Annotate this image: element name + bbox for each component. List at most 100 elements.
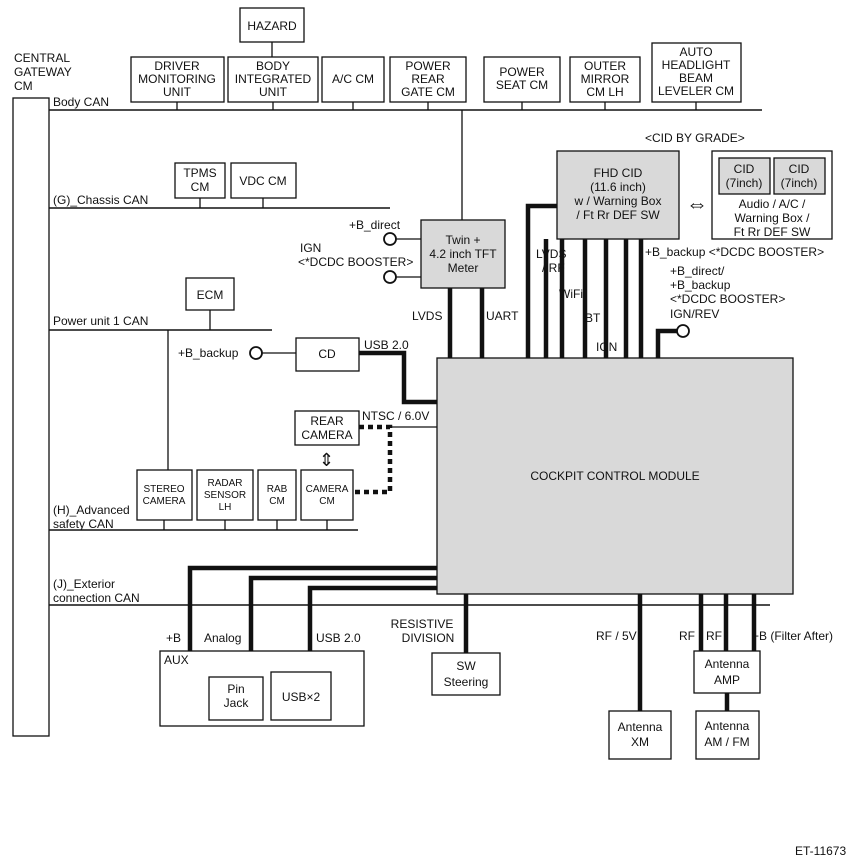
gateway-label-3: CM: [14, 79, 33, 93]
svg-text:SW: SW: [456, 659, 476, 673]
svg-text:GATE CM: GATE CM: [401, 85, 455, 99]
svg-text:VDC CM: VDC CM: [239, 174, 286, 188]
power-rear-gate-cm-box: [389, 56, 467, 103]
svg-text:LH: LH: [219, 502, 232, 513]
adas-can-label-1: (H)_Advanced: [53, 503, 130, 517]
sw-steering-box: [431, 652, 501, 696]
svg-text:MONITORING: MONITORING: [138, 72, 216, 86]
ac-cm-box: [321, 56, 385, 103]
svg-text:RF / 5V: RF / 5V: [596, 629, 637, 643]
stereo-camera-box: [136, 469, 193, 521]
svg-text:(7inch): (7inch): [726, 176, 763, 190]
outer-mirror-cm-box: [569, 56, 641, 103]
svg-text:HEADLIGHT: HEADLIGHT: [662, 58, 731, 72]
svg-text:Antenna: Antenna: [705, 657, 750, 671]
gateway-label-2: GATEWAY: [14, 65, 72, 79]
bus-lines: Body CAN (G)_Chassis CAN Power unit 1 CA…: [49, 95, 770, 606]
svg-text:/ Ft Rr DEF SW: / Ft Rr DEF SW: [576, 208, 660, 222]
fhd-bbackup-label: +B_backup <*DCDC BOOSTER>: [645, 245, 824, 259]
svg-text:CAMERA: CAMERA: [143, 496, 186, 507]
svg-text:LEVELER CM: LEVELER CM: [658, 84, 734, 98]
svg-text:+B (Filter After): +B (Filter After): [752, 629, 833, 643]
svg-text:<*DCDC BOOSTER>: <*DCDC BOOSTER>: [670, 292, 785, 306]
antenna-group: RF / 5V Antenna XM RF RF +B (Filter Afte…: [596, 594, 833, 760]
svg-text:4.2 inch TFT: 4.2 inch TFT: [429, 247, 497, 261]
svg-text:SENSOR: SENSOR: [204, 490, 246, 501]
svg-text:+B_backup: +B_backup: [178, 346, 239, 360]
svg-text:CM: CM: [319, 496, 335, 507]
antenna-amp-box: [693, 650, 761, 694]
svg-text:IGN/REV: IGN/REV: [670, 307, 719, 321]
adas-can-label-2: safety CAN: [53, 517, 114, 531]
cockpit-control-module-group: COCKPIT CONTROL MODULE: [436, 357, 794, 595]
svg-text:CD: CD: [318, 347, 336, 361]
svg-text:CAMERA: CAMERA: [301, 428, 352, 442]
power-can-modules: ECM: [167, 277, 235, 470]
cd-group: +B_backup CD USB 2.0: [178, 337, 437, 405]
svg-text:AM / FM: AM / FM: [704, 735, 749, 749]
svg-text:REAR: REAR: [411, 72, 445, 86]
svg-text:Audio / A/C /: Audio / A/C /: [739, 197, 806, 211]
rab-cm-box: [257, 469, 297, 521]
svg-text:TPMS: TPMS: [183, 166, 216, 180]
gateway-bar: [12, 97, 50, 737]
svg-text:BEAM: BEAM: [679, 71, 713, 85]
svg-text:NTSC / 6.0V: NTSC / 6.0V: [362, 409, 429, 423]
svg-text:UART: UART: [486, 309, 519, 323]
svg-text:CID: CID: [734, 162, 755, 176]
svg-text:Antenna: Antenna: [618, 720, 663, 734]
svg-text:LVDS: LVDS: [412, 309, 442, 323]
sw-steering-group: RESISTIVE DIVISION SW Steering: [391, 594, 501, 696]
svg-text:INTEGRATED: INTEGRATED: [235, 72, 312, 86]
hazard-box: [239, 7, 305, 43]
exterior-can-label-1: (J)_Exterior: [53, 577, 115, 591]
svg-text:DRIVER: DRIVER: [154, 59, 200, 73]
svg-text:OUTER: OUTER: [584, 59, 626, 73]
tpms-cm-box: [174, 162, 226, 199]
svg-text:RF: RF: [679, 629, 695, 643]
svg-text:Meter: Meter: [448, 261, 479, 275]
body-can-modules: HAZARD DRIVER MONITORING UNIT BODY INTEG…: [130, 7, 742, 110]
meter-group: Twin + 4.2 inch TFT Meter +B_direct IGN …: [298, 110, 557, 375]
vdc-cm-box: [230, 162, 297, 199]
antenna-xm-box: [608, 710, 672, 760]
power-seat-cm-box: [483, 56, 561, 103]
svg-text:A/C CM: A/C CM: [332, 72, 374, 86]
meter-ign-terminal: [383, 270, 397, 284]
svg-text:+B_direct/: +B_direct/: [670, 264, 725, 278]
usb-ports-box: [270, 671, 332, 721]
svg-text:RESISTIVE: RESISTIVE: [391, 617, 454, 631]
svg-text:SEAT CM: SEAT CM: [496, 78, 548, 92]
svg-text:CID: CID: [789, 162, 810, 176]
svg-text:FHD CID: FHD CID: [594, 166, 643, 180]
svg-text:XM: XM: [631, 735, 649, 749]
svg-text:DIVISION: DIVISION: [402, 631, 455, 645]
aux-group: +B Analog USB 2.0 AUX Pin Jack USB×2: [159, 565, 437, 727]
meter-dcdc-label: <*DCDC BOOSTER>: [298, 255, 413, 269]
svg-text:CAMERA: CAMERA: [306, 484, 349, 495]
svg-text:Jack: Jack: [224, 696, 250, 710]
svg-text:REAR: REAR: [310, 414, 344, 428]
svg-text:w / Warning Box: w / Warning Box: [574, 194, 662, 208]
svg-text:Antenna: Antenna: [705, 719, 750, 733]
svg-text:CM LH: CM LH: [586, 85, 623, 99]
svg-text:Ft Rr DEF SW: Ft Rr DEF SW: [734, 225, 811, 239]
svg-text:STEREO: STEREO: [143, 484, 184, 495]
svg-text:/ RF: / RF: [542, 261, 565, 275]
hazard-label: HAZARD: [247, 19, 297, 33]
svg-text:ECM: ECM: [197, 288, 224, 302]
figure-id: ET-11673: [795, 844, 846, 858]
svg-text:(11.6 inch): (11.6 inch): [590, 180, 646, 194]
cd-box: [295, 337, 360, 372]
svg-text:CM: CM: [191, 180, 210, 194]
meter-bdirect-terminal: [383, 232, 397, 246]
svg-text:AUTO: AUTO: [679, 45, 712, 59]
pin-jack-box: [208, 676, 264, 721]
svg-text:USB 2.0: USB 2.0: [364, 338, 409, 352]
svg-text:WiFi: WiFi: [559, 287, 583, 301]
svg-text:USB 2.0: USB 2.0: [316, 631, 361, 645]
antenna-am-fm-box: [695, 710, 760, 760]
meter-ign-label: IGN: [300, 241, 321, 255]
svg-text:Pin: Pin: [227, 682, 244, 696]
